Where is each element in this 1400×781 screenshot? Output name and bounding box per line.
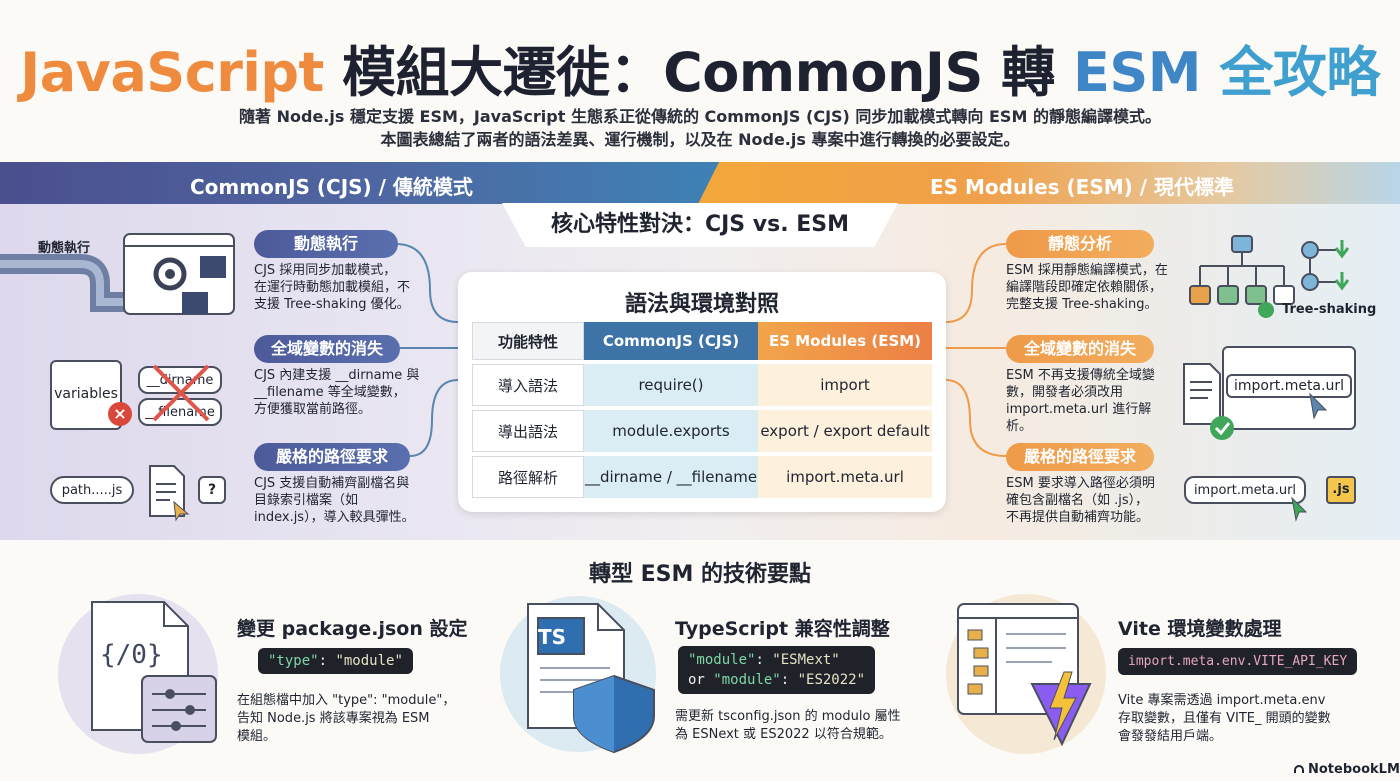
comparison-title: 語法與環境對照 bbox=[624, 292, 779, 317]
table-cell-esm: export / export default bbox=[758, 410, 932, 452]
file-cursor-icon bbox=[149, 465, 190, 522]
tree-shaking-label: Tree-shaking bbox=[1282, 302, 1377, 317]
table-header-feature: 功能特性 bbox=[472, 322, 584, 360]
esm-header-bar bbox=[698, 162, 1400, 204]
error-x-icon: × bbox=[108, 402, 132, 426]
tip3-code: import.meta.env.VITE_API_KEY bbox=[1118, 648, 1358, 675]
vite-window-icon bbox=[957, 603, 1092, 747]
subtitle-line-2: 本圖表總結了兩者的語法差異、運行機制，以及在 Node.js 專案中進行轉換的必… bbox=[380, 130, 1020, 149]
tip2-code: "module": "ESMext" or "module": "ES2022" bbox=[678, 646, 876, 694]
tip1-text: 在組態檔中加入 "type": "module"，告知 Node.js 將該專案… bbox=[237, 693, 456, 744]
core-features-tab: 核心特性對決：CJS vs. ESM bbox=[502, 203, 898, 247]
question-icon: ? bbox=[198, 476, 226, 504]
page-title: JavaScript 模組大遷徙：CommonJS 轉 ESM 全攻略 bbox=[20, 41, 1380, 104]
text-globals-cjs: CJS 內建支援 __dirname 與__filename 等全域變數，方便獲… bbox=[254, 368, 420, 417]
dynamic-exec-label: 動態執行 bbox=[38, 241, 91, 256]
table-cell-esm: import.meta.url bbox=[758, 456, 932, 498]
table-cell-cjs: module.exports bbox=[584, 410, 758, 452]
import-meta-url-tag-2: import.meta.url bbox=[1184, 476, 1306, 504]
pill-path-esm: 嚴格的路徑要求 bbox=[1006, 443, 1154, 471]
import-meta-url-tag-1: import.meta.url bbox=[1226, 374, 1352, 398]
cross-out-icon bbox=[152, 364, 210, 422]
tip1-code: "type": "module" bbox=[258, 648, 413, 674]
table-cell-esm: import bbox=[758, 364, 932, 406]
typescript-shield-icon bbox=[527, 603, 655, 754]
pill-globals-esm: 全域變數的消失 bbox=[1006, 335, 1154, 363]
table-cell-feature: 導出語法 bbox=[472, 410, 584, 452]
tips-section-title: 轉型 ESM 的技術要點 bbox=[588, 562, 812, 587]
doc-check-icon bbox=[1183, 363, 1328, 440]
cjs-header-label: CommonJS (CJS) / 傳統模式 bbox=[190, 175, 473, 199]
tip2-title: TypeScript 兼容性調整 bbox=[675, 618, 890, 640]
pill-path-cjs: 嚴格的路徑要求 bbox=[254, 443, 410, 471]
js-extension-tag: .js bbox=[1326, 476, 1356, 504]
table-cell-cjs: require() bbox=[584, 364, 758, 406]
path-tag: path.....js bbox=[50, 476, 134, 504]
ts-label: TS bbox=[538, 625, 567, 649]
pill-static-analysis: 靜態分析 bbox=[1006, 230, 1154, 258]
cursor-icon bbox=[1291, 496, 1308, 522]
tip1-title: 變更 package.json 設定 bbox=[237, 618, 468, 640]
esm-header-label: ES Modules (ESM) / 現代標準 bbox=[930, 175, 1234, 199]
subtitle-line-1: 隨著 Node.js 穩定支援 ESM，JavaScript 生態系正從傳統的 … bbox=[239, 107, 1161, 126]
table-cell-cjs: __dirname / __filename bbox=[584, 456, 758, 498]
text-static-analysis: ESM 採用靜態編譯模式，在編譯階段即確定依賴關係，完整支援 Tree-shak… bbox=[1006, 263, 1168, 312]
pipe-gear-icon bbox=[0, 233, 235, 315]
tip3-title: Vite 環境變數處理 bbox=[1118, 618, 1282, 640]
table-cell-feature: 導入語法 bbox=[472, 364, 584, 406]
table-header-esm: ES Modules (ESM) bbox=[758, 322, 932, 360]
tip2-text: 需更新 tsconfig.json 的 modulo 屬性為 ESNext 或 … bbox=[675, 709, 901, 742]
json-code-glyph: {/0} bbox=[100, 640, 163, 670]
cjs-header-bar bbox=[0, 162, 722, 204]
table-cell-feature: 路徑解析 bbox=[472, 456, 584, 498]
tree-shaking-icon bbox=[1189, 235, 1350, 318]
filename-tag: __filename bbox=[138, 398, 222, 426]
comparison-table: 功能特性 CommonJS (CJS) ES Modules (ESM) 導入語… bbox=[472, 322, 932, 498]
notebooklm-watermark: NotebookLM bbox=[1294, 762, 1400, 777]
text-path-esm: ESM 要求導入路徑必須明確包含副檔名（如 .js），不再提供自動補齊功能。 bbox=[1006, 476, 1155, 525]
text-dynamic-exec: CJS 採用同步加載模式，在運行時動態加載模組，不支援 Tree-shaking… bbox=[254, 263, 411, 312]
notebooklm-logo-icon bbox=[1294, 765, 1304, 773]
import-meta-window: import.meta.url bbox=[1222, 346, 1356, 430]
table-header-cjs: CommonJS (CJS) bbox=[584, 322, 758, 360]
pill-globals-cjs: 全域變數的消失 bbox=[254, 335, 400, 363]
pill-dynamic-exec: 動態執行 bbox=[254, 230, 398, 258]
json-file-icon bbox=[91, 601, 217, 743]
